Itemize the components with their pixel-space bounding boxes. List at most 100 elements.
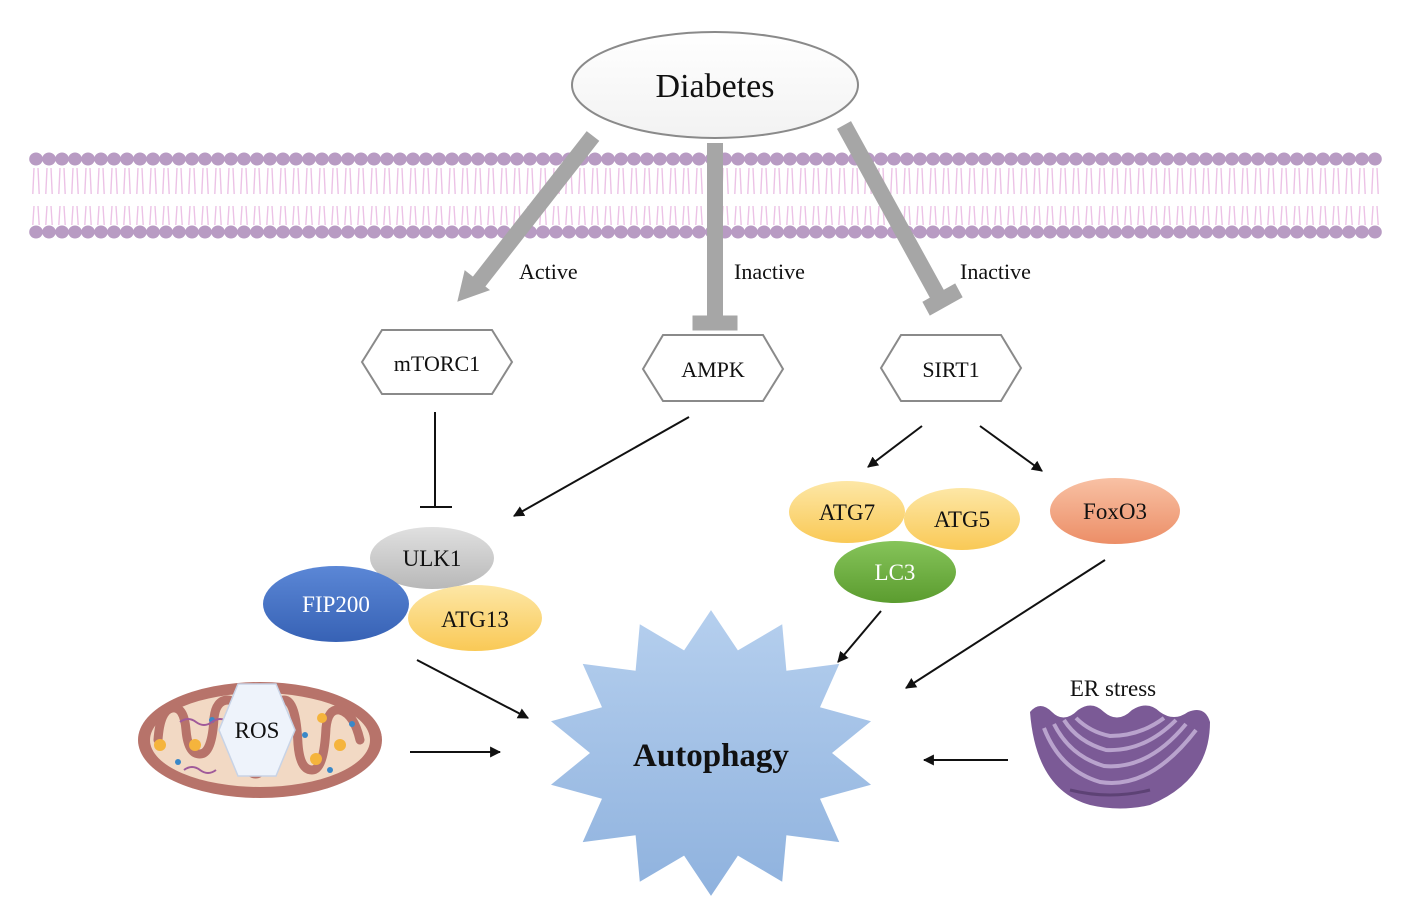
lipid-head (887, 152, 901, 166)
sirt1-label: SIRT1 (922, 357, 979, 382)
lipid-head (1082, 225, 1096, 239)
lipid-tail (240, 205, 243, 226)
lipid-tail (682, 167, 685, 195)
lipid-tail (700, 167, 703, 195)
lipid-tail (1376, 205, 1379, 226)
lipid-tail (149, 205, 152, 226)
lipid-tail (1345, 205, 1348, 226)
lipid-tail (695, 205, 698, 226)
lc3-label: LC3 (875, 560, 916, 585)
lipid-tail (154, 167, 157, 195)
lipid-tail (526, 167, 529, 195)
lipid-head (588, 152, 602, 166)
lipid-tail (994, 167, 997, 195)
lipid-tail (1202, 167, 1205, 195)
lipid-head (237, 225, 251, 239)
lipid-tail (1298, 205, 1301, 226)
lipid-tail (32, 167, 35, 195)
lipid-tail (97, 167, 100, 195)
lipid-head (263, 225, 277, 239)
lipid-tail (981, 167, 984, 195)
lipid-head (1134, 225, 1148, 239)
lipid-tail (825, 167, 828, 195)
lipid-head (601, 225, 615, 239)
lipid-head (757, 152, 771, 166)
ampk-inhibit-bar (692, 315, 738, 331)
lipid-head (198, 152, 212, 166)
lipid-head (835, 152, 849, 166)
lipid-tail (37, 205, 40, 226)
lipid-tail (58, 205, 61, 226)
lipid-tail (110, 205, 113, 226)
lipid-tail (596, 205, 599, 226)
lipid-tail (201, 205, 204, 226)
lipid-tail (401, 205, 404, 226)
lipid-tail (656, 205, 659, 226)
lipid-tail (370, 167, 373, 195)
lipid-tail (123, 167, 126, 195)
active-connector (471, 131, 600, 288)
lipid-tail (435, 205, 438, 226)
lipid-tail (739, 167, 742, 195)
lipid-head (1043, 152, 1057, 166)
lipid-tail (1059, 167, 1062, 195)
lipid-tail (1371, 167, 1374, 195)
lipid-tail (1155, 167, 1158, 195)
lipid-tail (1077, 167, 1080, 195)
lipid-tail (1246, 205, 1249, 226)
lipid-tail (167, 205, 170, 226)
lipid-tail (1150, 205, 1153, 226)
lipid-tail (1150, 167, 1153, 195)
lipid-head (913, 225, 927, 239)
lipid-tail (843, 167, 846, 195)
atg13-ellipse (408, 585, 542, 651)
lipid-head (81, 152, 95, 166)
lipid-tail (773, 205, 776, 226)
lipid-tail (726, 167, 729, 195)
lipid-tail (505, 205, 508, 226)
lipid-tail (344, 205, 347, 226)
lipid-head (42, 152, 56, 166)
lipid-tail (981, 205, 984, 226)
lipid-head (94, 225, 108, 239)
lipid-head (185, 152, 199, 166)
lipid-tail (487, 167, 490, 195)
lipid-tail (570, 205, 573, 226)
lipid-tail (791, 205, 794, 226)
lipid-tail (1098, 205, 1101, 226)
lipid-head (315, 152, 329, 166)
lipid-head (965, 225, 979, 239)
lipid-head (172, 152, 186, 166)
lipid-tail (297, 205, 300, 226)
diabetes-oval (571, 31, 859, 139)
lipid-head (497, 152, 511, 166)
lipid-head (250, 152, 264, 166)
lipid-tail (648, 167, 651, 195)
granule-dot (327, 767, 333, 773)
lipid-tail (115, 205, 118, 226)
lipid-tail (1181, 167, 1184, 195)
lipid-tail (1259, 167, 1262, 195)
lipid-head (1160, 225, 1174, 239)
er-fold (1052, 722, 1188, 769)
lipid-head (627, 152, 641, 166)
lipid-tail (271, 205, 274, 226)
lipid-tail (206, 167, 209, 195)
lipid-head (484, 225, 498, 239)
lipid-tail (557, 205, 560, 226)
lipid-head (146, 225, 160, 239)
lipid-tail (37, 167, 40, 195)
lipid-tail (1306, 167, 1309, 195)
sirt1-hexagon (879, 334, 1023, 402)
lipid-tail (999, 167, 1002, 195)
lipid-head (809, 152, 823, 166)
lipid-head (627, 225, 641, 239)
lipid-tail (141, 205, 144, 226)
atg7-label: ATG7 (819, 500, 875, 525)
lipid-tail (84, 167, 87, 195)
lipid-head (289, 225, 303, 239)
lipid-tail (947, 205, 950, 226)
lipid-head (276, 225, 290, 239)
lipid-tail (258, 205, 261, 226)
